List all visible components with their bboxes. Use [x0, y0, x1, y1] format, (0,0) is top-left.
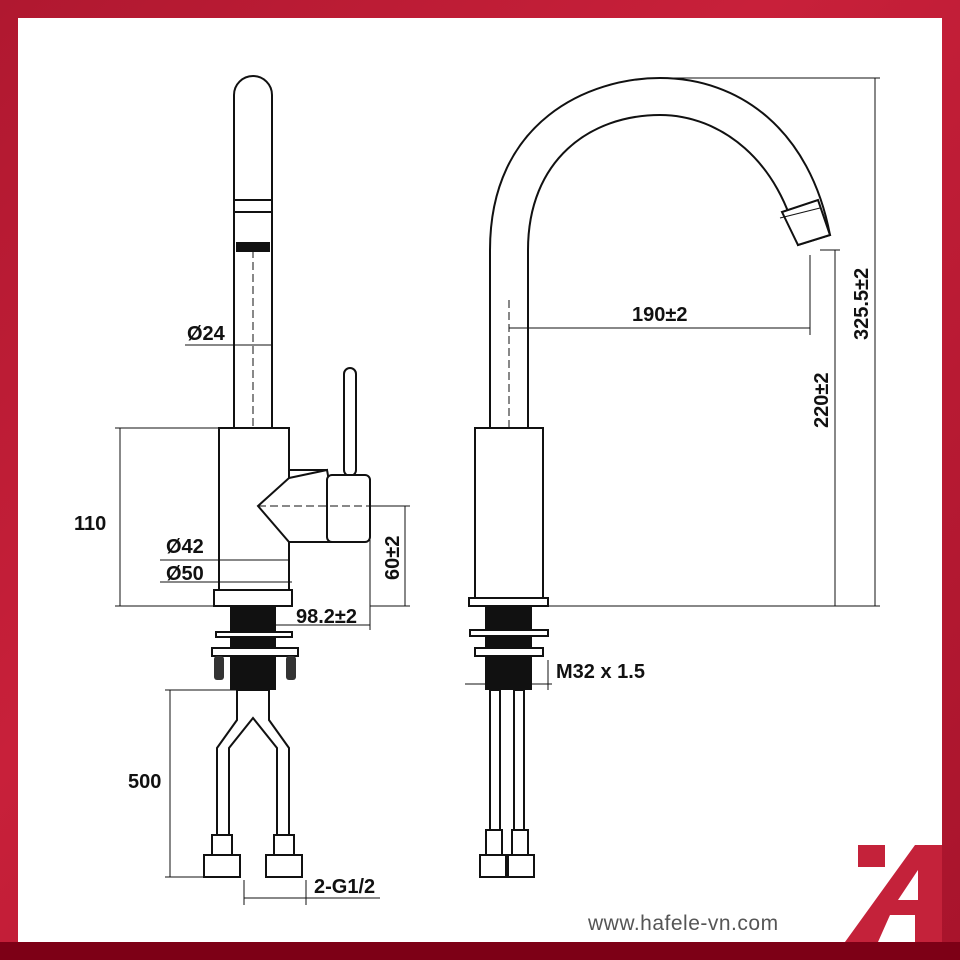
side-view	[115, 75, 410, 905]
aerator-outlet	[236, 242, 270, 252]
front-view	[465, 76, 880, 878]
dim-outer-diameter: Ø50	[166, 563, 204, 585]
dim-spout-height: 220±2	[811, 373, 833, 428]
dim-handle-reach: 98.2±2	[296, 606, 357, 628]
dim-hose-connection: 2-G1/2	[314, 876, 375, 898]
supply-hoses-front	[489, 689, 525, 831]
supply-hoses	[216, 689, 290, 836]
faucet-body-front	[474, 427, 544, 599]
dim-total-height: 325.5±2	[851, 268, 873, 340]
website-url[interactable]: www.hafele-vn.com	[588, 912, 779, 935]
dim-thread: M32 x 1.5	[556, 661, 645, 683]
handle-lever	[343, 367, 357, 477]
hafele-logo	[845, 845, 942, 942]
dim-inner-diameter: Ø42	[166, 536, 204, 558]
dim-spout-diameter: Ø24	[187, 323, 226, 345]
dim-body-height: 110	[74, 513, 106, 535]
gooseneck-spout	[489, 76, 832, 429]
bottom-bar	[0, 942, 960, 960]
hose-nut-left	[203, 854, 241, 878]
spout-nozzle	[780, 198, 832, 247]
dim-hose-length: 500	[128, 771, 161, 793]
aerator-ring	[233, 199, 273, 213]
handle-body	[326, 474, 371, 543]
base-plate	[213, 589, 293, 607]
dim-spout-reach: 190±2	[632, 304, 687, 326]
hose-nut-right	[265, 854, 303, 878]
dim-handle-height: 60±2	[382, 536, 404, 580]
